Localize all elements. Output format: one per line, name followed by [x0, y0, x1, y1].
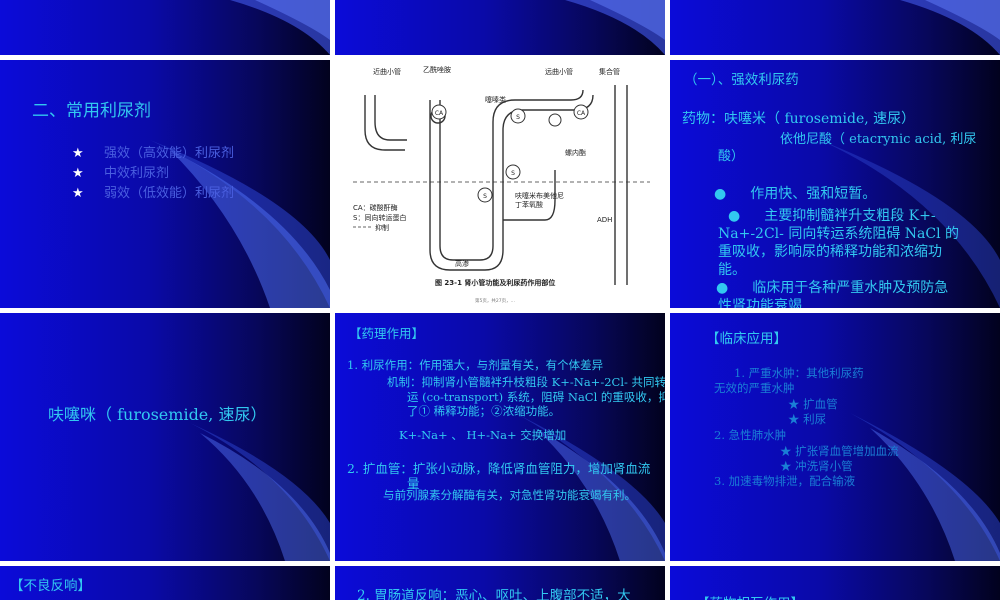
slide-heading: 【药理作用】 [349, 326, 425, 341]
list-item: 1. 严重水肿：其他利尿药 [734, 366, 864, 380]
text-line: 依他尼酸（ etacrynic acid, 利尿 [780, 132, 977, 147]
slide-heading: 【临床应用】 [706, 331, 787, 347]
text-line: 药物：呋噻米（ furosemide, 速尿） [682, 111, 916, 127]
diagram-label: 乙酰唑胺 [423, 65, 451, 74]
svg-text:CA: CA [577, 110, 586, 117]
list-item: ★ 扩血管 [788, 397, 838, 411]
slide-title: 二、常用利尿剂 [32, 101, 151, 121]
slide-heading: 【药物相互作用】 [696, 592, 804, 600]
slide-thumbnail-6[interactable]: （一）、强效利尿药 药物：呋噻米（ furosemide, 速尿） 依他尼酸（ … [670, 60, 1000, 308]
slide-thumbnail-3[interactable] [670, 0, 1000, 55]
slide-title: 呋噻咪（ furosemide, 速尿） [48, 405, 267, 424]
slide-thumbnail-10[interactable]: 【不良反响】 [0, 566, 330, 600]
svg-text:S: S [516, 114, 520, 121]
slide-heading: 【不良反响】 [10, 578, 91, 594]
slide-thumbnail-2[interactable] [335, 0, 665, 55]
list-item: 2. 急性肺水肿 [714, 428, 787, 442]
text-line: 与前列腺素分解酶有关，对急性肾功能衰竭有利。 [383, 488, 636, 502]
text-line: 2. 胃肠道反响：恶心、呕吐、上腹部不适，大 [357, 588, 631, 600]
bullet-line: ●作用快、强和短暂。 [714, 186, 877, 202]
decorative-swoosh [565, 0, 665, 55]
svg-text:S: S [483, 193, 487, 200]
svg-text:CA: CA [435, 110, 444, 117]
text-line: 运 (co-transport) 系统，阻碍 NaCl 的重吸收，抑制 [407, 390, 665, 404]
legend-label: CA：碳酸酐酶 [353, 203, 398, 212]
text-line: 1. 利尿作用：作用强大，与剂量有关，有个体差异 [347, 358, 604, 372]
bullet-line: ●临床用于各种严重水肿及预防急 [716, 280, 949, 296]
diagram-label: 呋噻米布美他尼 [515, 191, 564, 200]
decorative-swoosh [900, 0, 1000, 55]
text-line: 机制：抑制肾小管髓袢升枝粗段 K+-Na+-2Cl- 共同转 [387, 375, 665, 389]
svg-text:S: S [511, 170, 515, 177]
slide-thumbnail-1[interactable] [0, 0, 330, 55]
text-line: 量 [407, 476, 420, 491]
list-item: ★ 利尿 [788, 412, 827, 426]
list-item: ★中效利尿剂 [72, 166, 170, 181]
list-item: 3. 加速毒物排泄，配合输液 [714, 474, 856, 488]
diagram-label: 近曲小管 [373, 67, 401, 76]
slide-thumbnail-9[interactable]: 【临床应用】 1. 严重水肿：其他利尿药 无效的严重水肿 ★ 扩血管 ★ 利尿 … [670, 313, 1000, 561]
star-bullet-icon: ★ [72, 166, 84, 181]
text-line: 了① 稀释功能；②浓缩功能。 [407, 404, 561, 418]
text-line: K+-Na+ 、 H+-Na+ 交换增加 [399, 428, 567, 442]
text-line: 重吸收，影响尿的稀释功能和浓缩功 [718, 244, 942, 260]
nephron-diagram: CA S CA S S 乙酰唑胺 近曲小管 远曲小管 集合管 噻嗪类 螺内酯 呋… [353, 65, 650, 304]
diagram-label: 丁苯氧酸 [515, 200, 543, 209]
text-line: Na+-2Cl- 同向转运系统阻碍 NaCl 的 [718, 226, 960, 242]
slide-thumbnail-11[interactable]: 2. 胃肠道反响：恶心、呕吐、上腹部不适，大 [335, 566, 665, 600]
slide-heading: （一）、强效利尿药 [684, 72, 799, 88]
page-footer: 第5页，共27页，... [475, 297, 515, 304]
text-line: 性肾功能衰竭 [718, 298, 802, 308]
diagram-label: 远曲小管 [545, 67, 573, 76]
diagram-label: 集合管 [599, 67, 620, 76]
list-item: ★ 冲洗肾小管 [780, 459, 853, 473]
text-line: 能。 [718, 262, 746, 278]
figure-caption: 图 23-1 肾小管功能及利尿药作用部位 [435, 278, 555, 287]
slide-thumbnail-5[interactable]: CA S CA S S 乙酰唑胺 近曲小管 远曲小管 集合管 噻嗪类 螺内酯 呋… [335, 60, 665, 308]
slide-thumbnail-12[interactable]: 【药物相互作用】 [670, 566, 1000, 600]
diagram-label: 高渗 [455, 259, 469, 268]
star-bullet-icon: ★ [72, 146, 84, 161]
text-line: 酸） [718, 149, 745, 164]
legend-label: 抑制 [375, 223, 389, 232]
slide-thumbnail-8[interactable]: 【药理作用】 1. 利尿作用：作用强大，与剂量有关，有个体差异 机制：抑制肾小管… [335, 313, 665, 561]
text-line: 2. 扩血管：扩张小动脉，降低肾血管阻力，增加肾血流 [347, 461, 651, 476]
star-bullet-icon: ★ [72, 186, 84, 201]
list-item: ★强效（高效能）利尿剂 [72, 146, 235, 161]
decorative-swoosh [230, 0, 330, 55]
list-item: 无效的严重水肿 [714, 381, 795, 395]
diagram-label: 螺内酯 [565, 148, 586, 157]
slide-thumbnail-4[interactable]: 二、常用利尿剂 ★强效（高效能）利尿剂 ★中效利尿剂 ★弱效（低效能）利尿剂 [0, 60, 330, 308]
bullet-line: ●主要抑制髓袢升支粗段 K+- [728, 208, 936, 224]
legend-label: S：同向转运蛋白 [353, 213, 406, 222]
diagram-label: ADH [597, 216, 612, 224]
diagram-label: 噻嗪类 [485, 95, 506, 104]
slide-thumbnail-7[interactable]: 呋噻咪（ furosemide, 速尿） [0, 313, 330, 561]
decorative-swoosh [190, 423, 330, 561]
list-item: ★弱效（低效能）利尿剂 [72, 186, 235, 201]
list-item: ★ 扩张肾血管增加血流 [780, 444, 899, 458]
